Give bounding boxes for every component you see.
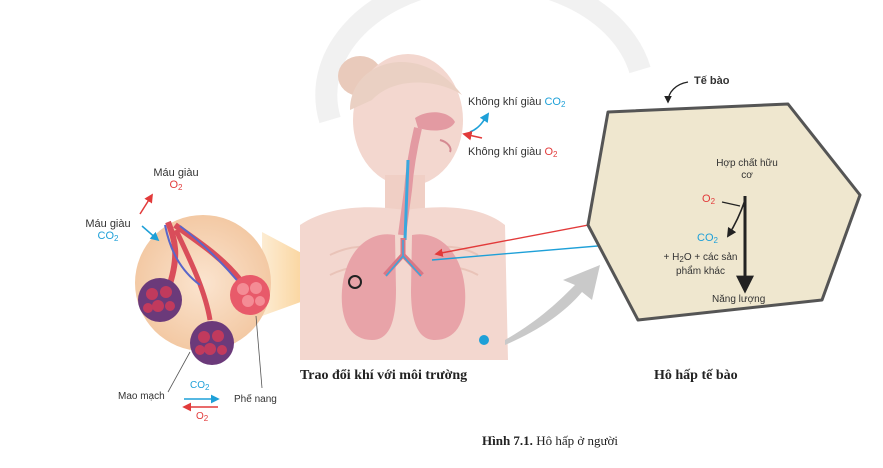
- label-water-products: + H2O + các sản phẩm khác: [653, 252, 748, 278]
- grey-curved-arrow: [505, 265, 600, 345]
- water-rest: O + các sản phẩm khác: [676, 252, 738, 277]
- o2-gas: O: [169, 179, 179, 191]
- caption-text: Hô hấp ở người: [536, 433, 619, 448]
- alveoli-cluster-right: [230, 275, 270, 315]
- cell-label-arrow: [664, 81, 689, 104]
- cell-o2-sub: 2: [710, 197, 716, 206]
- o2-sub: 2: [178, 183, 183, 192]
- title-gas-exchange: Trao đổi khí với môi trường: [300, 368, 468, 383]
- cell-o2-gas: O: [702, 193, 711, 205]
- mau-giau-o2-prefix: Máu giàu: [153, 167, 199, 179]
- water-sub: 2: [679, 255, 684, 264]
- co2-exhale-arrow: [469, 112, 490, 133]
- alveoli-cluster-left: [138, 278, 182, 322]
- mau-giau-co2-prefix: Máu giàu: [85, 218, 131, 230]
- label-air-co2: Không khí giàu CO2: [468, 96, 565, 109]
- label-organic-compound: Hợp chất hữu cơ: [716, 158, 778, 181]
- co2-gas: CO: [97, 230, 115, 242]
- cell-co2-sub: 2: [713, 236, 718, 245]
- figure-caption: Hình 7.1. Hô hấp ở người: [482, 433, 618, 449]
- exchange-o2-sub: 2: [203, 414, 209, 423]
- air-co2-prefix: Không khí giàu: [468, 96, 542, 108]
- label-te-bao: Tế bào: [694, 75, 730, 87]
- air-co2-gas: CO: [544, 96, 561, 108]
- air-o2-gas: O: [544, 146, 554, 158]
- exchange-co2-sub: 2: [205, 383, 210, 392]
- label-mao-mach: Mao mạch: [118, 391, 165, 402]
- label-cell-o2: O2: [702, 193, 715, 206]
- caption-number: Hình 7.1.: [482, 433, 533, 448]
- alveoli-detail: [135, 193, 271, 393]
- alveoli-cluster-bottom: [190, 321, 234, 365]
- label-air-o2: Không khí giàu O2: [468, 146, 557, 159]
- title-cell-respiration: Hô hấp tế bào: [654, 368, 738, 383]
- label-exchange-o2: O2: [196, 411, 208, 423]
- co2-branch-arrow: [726, 199, 746, 238]
- label-energy: Năng lượng: [712, 294, 766, 305]
- air-o2-prefix: Không khí giàu: [468, 146, 542, 158]
- label-phe-nang: Phế nang: [234, 394, 277, 405]
- air-co2-sub: 2: [560, 100, 566, 109]
- left-lung: [341, 234, 396, 340]
- exchange-co2-gas: CO: [190, 380, 205, 391]
- label-exchange-co2: CO2: [190, 380, 209, 392]
- label-mau-giau-co2: Máu giàu CO2: [78, 218, 138, 243]
- label-cell-co2: CO2: [697, 232, 718, 245]
- cell-co2-gas: CO: [697, 232, 714, 244]
- right-lung: [411, 234, 466, 340]
- human-figure: [300, 54, 508, 360]
- cell-membrane: [586, 102, 862, 322]
- label-mau-giau-o2: Máu giàu O2: [146, 167, 206, 192]
- blue-dot: [479, 335, 489, 345]
- exchange-o2-gas: O: [196, 411, 204, 422]
- o2-join-line: [721, 201, 741, 207]
- water-plus: + H: [663, 252, 680, 263]
- co2-sub: 2: [114, 234, 119, 243]
- watermark-ring: [315, 0, 651, 124]
- zoom-marker: [348, 275, 362, 289]
- o2-inhale-arrow: [462, 130, 483, 141]
- air-o2-sub: 2: [553, 150, 558, 159]
